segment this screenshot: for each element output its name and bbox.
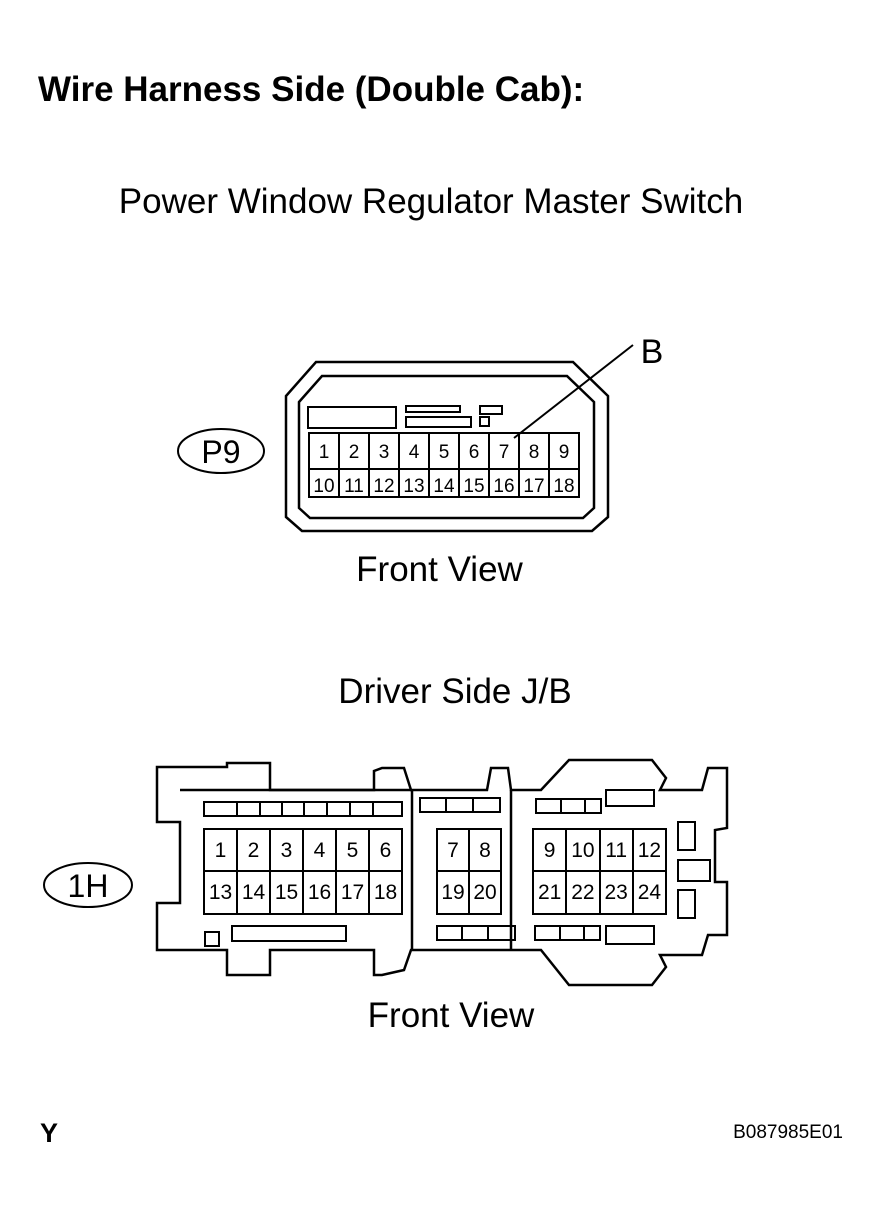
p9-pin-label: 10 <box>313 476 334 497</box>
1h-pin-label: 1 <box>215 839 227 862</box>
1h-pin-grid-left <box>203 828 403 915</box>
1h-pin-label: 9 <box>544 839 556 862</box>
p9-connector-body <box>284 360 610 533</box>
p9-pin-label: 18 <box>553 476 574 497</box>
p9-callout-line <box>513 344 634 439</box>
1h-pin-label: 20 <box>473 881 496 904</box>
p9-pin-label: 11 <box>344 476 364 497</box>
1h-pin-label: 8 <box>479 839 491 862</box>
1h-pin-label: 10 <box>571 839 594 862</box>
1h-pin-label: 19 <box>441 881 464 904</box>
p9-pin-label: 2 <box>349 442 360 463</box>
page-title: Wire Harness Side (Double Cab): <box>38 70 585 109</box>
p9-pin-grid <box>308 432 580 498</box>
1h-pin-label: 3 <box>281 839 293 862</box>
1h-pin-label: 21 <box>538 881 561 904</box>
1h-code-oval <box>43 862 133 908</box>
p9-callout-label: B <box>641 333 664 371</box>
p9-pin-label: 13 <box>403 476 424 497</box>
p9-pin-label: 3 <box>379 442 390 463</box>
1h-pin-label: 24 <box>638 881 662 904</box>
p9-pin-label: 16 <box>493 476 514 497</box>
1h-pin-label: 7 <box>447 839 459 862</box>
1h-pin-label: 18 <box>374 881 397 904</box>
p9-pin-label: 12 <box>373 476 394 497</box>
p9-pin-label: 7 <box>499 442 510 463</box>
p9-pin-label: 6 <box>469 442 480 463</box>
1h-pin-label: 17 <box>341 881 364 904</box>
footer-code-left: Y <box>40 1118 59 1148</box>
1h-pin-label: 5 <box>347 839 359 862</box>
footer-code-right: B087985E01 <box>733 1122 843 1143</box>
1h-pin-label: 12 <box>638 839 661 862</box>
1h-pin-label: 4 <box>314 839 326 862</box>
1h-connector-code: 1H <box>68 868 109 904</box>
1h-pin-label: 15 <box>275 881 298 904</box>
p9-pin-label: 17 <box>523 476 544 497</box>
p9-connector-code: P9 <box>201 434 240 470</box>
1h-pin-label: 23 <box>604 881 627 904</box>
1h-pin-label: 6 <box>380 839 392 862</box>
1h-pin-label: 11 <box>605 839 627 862</box>
p9-front-view-label: Front View <box>356 550 523 589</box>
p9-pin-label: 1 <box>319 442 330 463</box>
p9-connector-name: Power Window Regulator Master Switch <box>118 182 744 221</box>
p9-pin-label: 5 <box>439 442 450 463</box>
p9-key-slots <box>307 405 503 429</box>
p9-code-oval <box>177 428 265 474</box>
p9-pin-label: 4 <box>409 442 420 463</box>
1h-pin-label: 22 <box>571 881 594 904</box>
1h-pin-grid-right <box>532 828 667 915</box>
1h-latch-slots <box>203 789 711 947</box>
1h-pin-label: 16 <box>308 881 331 904</box>
1h-connector-body <box>155 758 729 987</box>
p9-pin-label: 14 <box>433 476 455 497</box>
1h-pin-label: 13 <box>209 881 232 904</box>
1h-front-view-label: Front View <box>367 996 535 1035</box>
p9-pin-label: 9 <box>559 442 570 463</box>
1h-pin-grid-mid <box>436 828 502 915</box>
p9-pin-label: 8 <box>529 442 540 463</box>
1h-pin-label: 14 <box>242 881 266 904</box>
p9-pin-label: 15 <box>463 476 484 497</box>
1h-pin-label: 2 <box>248 839 260 862</box>
1h-connector-name: Driver Side J/B <box>338 672 572 711</box>
